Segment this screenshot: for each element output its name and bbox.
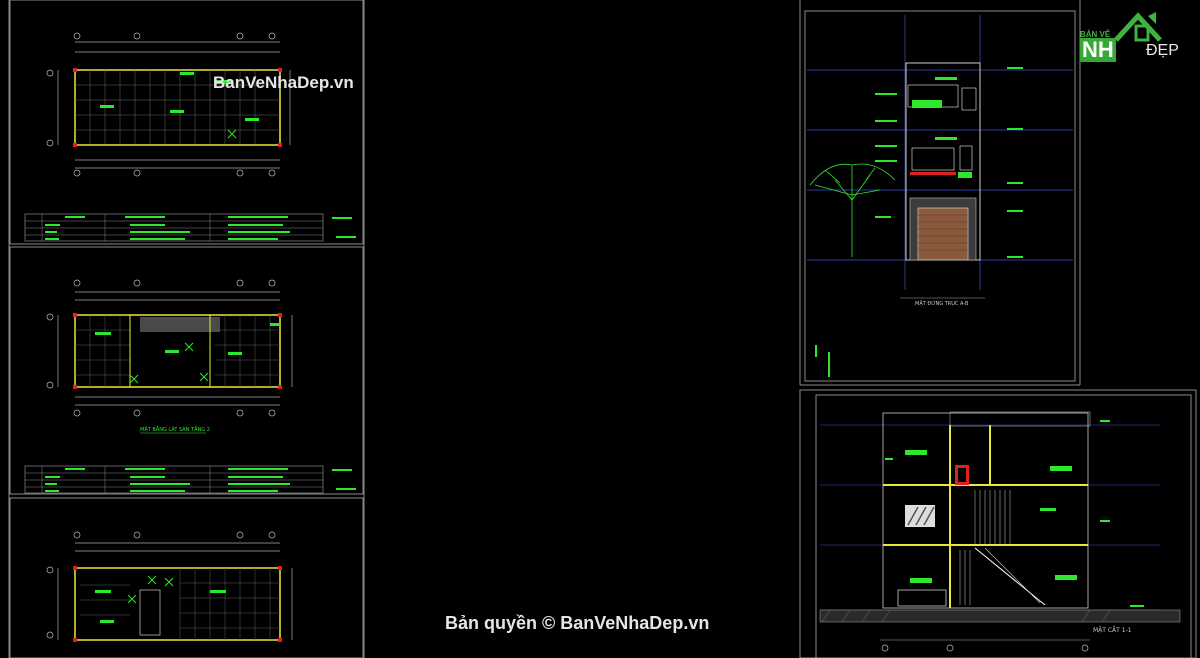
copyright-watermark: Bản quyền © BanVeNhaDep.vn: [445, 613, 710, 633]
house-logo-icon: [1114, 12, 1162, 42]
logo-small-text: BẢN VẼ: [1080, 30, 1111, 39]
sheet-section: [799, 389, 1197, 658]
sheet-elevation: [799, 0, 1081, 386]
sheet-floor-plan-3: [9, 497, 364, 658]
sheet-floor-plan-1: [9, 0, 364, 245]
logo-tail-text: ĐẸP: [1146, 42, 1179, 59]
sheet-floor-plan-2: [9, 246, 364, 495]
sheet2-caption: MẶT BẰNG LÁT SÀN TẦNG 2: [140, 427, 210, 433]
section-caption: MẶT CẮT 1-1: [1093, 627, 1132, 634]
watermark-top: BanVeNhaDep.vn: [213, 73, 354, 92]
banvenhadep-logo: BẢN VẼ NH ĐẸP: [1076, 10, 1194, 68]
logo-main-text: NH: [1080, 37, 1116, 62]
elevation-caption: MẶT ĐỨNG TRỤC A-B: [915, 301, 969, 307]
